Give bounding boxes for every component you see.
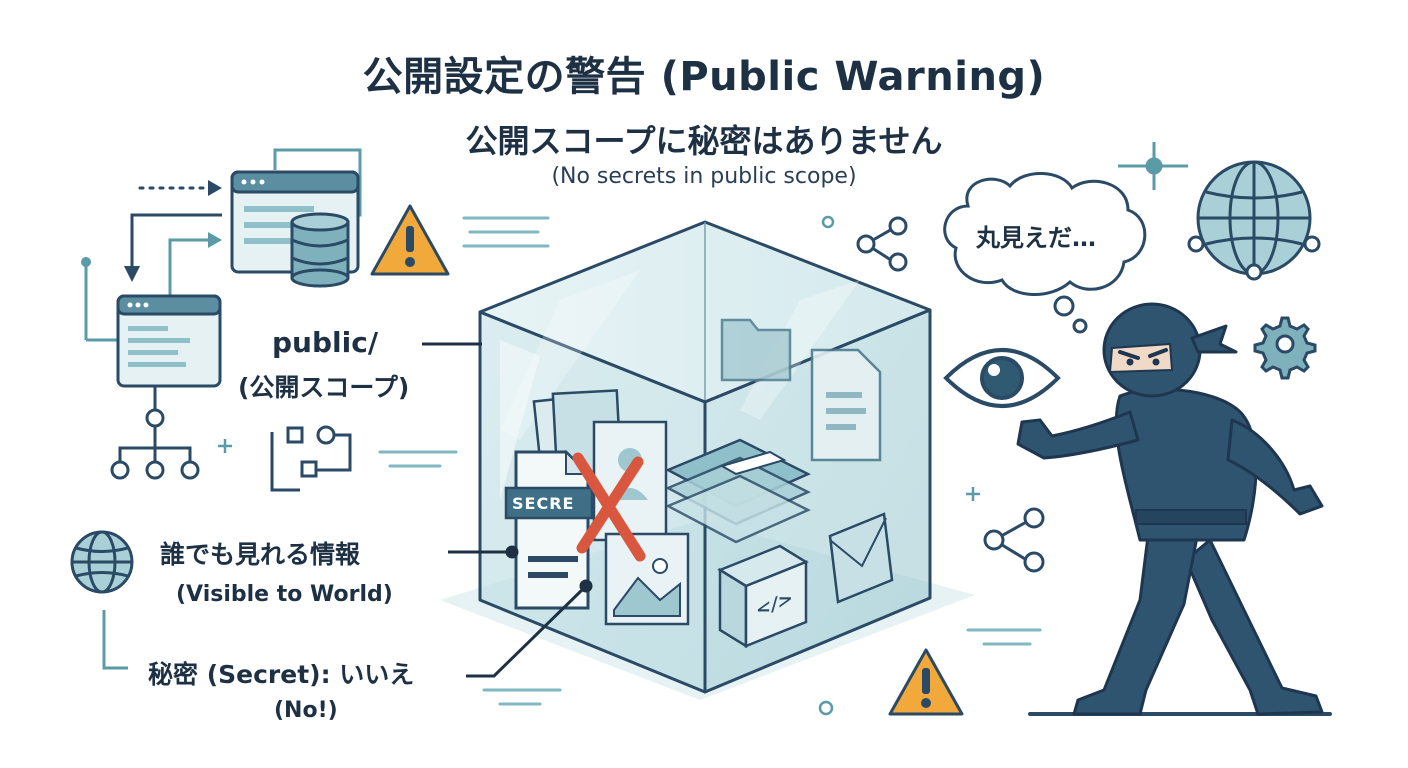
crosshair-icon xyxy=(1118,142,1188,190)
database-icon xyxy=(290,212,350,288)
label-public-scope: (公開スコープ) xyxy=(238,373,410,402)
browser-window-bottom xyxy=(116,294,222,388)
share-icon-bottom xyxy=(983,507,1045,573)
globe-icon-top xyxy=(1187,160,1321,281)
label-visible-jp: 誰でも見れる情報 xyxy=(160,540,361,569)
share-icon-top xyxy=(856,216,908,272)
page-subtitle-english: (No secrets in public scope) xyxy=(551,164,857,189)
deco-lines xyxy=(378,216,1042,706)
gear-icon xyxy=(1253,316,1317,380)
label-secret-jp: 秘密 (Secret): いいえ xyxy=(148,660,415,689)
flow-nodes-icon xyxy=(270,425,352,492)
connector-left xyxy=(102,610,128,670)
warning-icon-top xyxy=(370,204,450,276)
globe-icon-left xyxy=(70,530,134,594)
cube-contents xyxy=(504,318,894,649)
page-title: 公開設定の警告 (Public Warning) xyxy=(362,54,1046,100)
thought-bubble xyxy=(943,172,1147,334)
deco-circle xyxy=(818,700,834,716)
eye-icon xyxy=(943,348,1061,408)
secret-tag-label: SECRE xyxy=(512,494,575,513)
label-secret-no: (No!) xyxy=(274,698,338,723)
plus-decor xyxy=(218,439,980,501)
flow-diagram xyxy=(81,148,362,342)
label-public-dir: public/ xyxy=(272,326,379,359)
thought-bubble-text: 丸見えだ… xyxy=(976,224,1096,252)
leader-lines xyxy=(422,342,593,678)
hierarchy-icon xyxy=(110,386,200,480)
deco-circle xyxy=(821,215,835,229)
warning-icon-bottom xyxy=(888,648,964,716)
page-subtitle: 公開スコープに秘密はありません xyxy=(465,122,943,160)
label-visible-en: (Visible to World) xyxy=(176,582,393,607)
intruder-figure xyxy=(1016,302,1332,716)
